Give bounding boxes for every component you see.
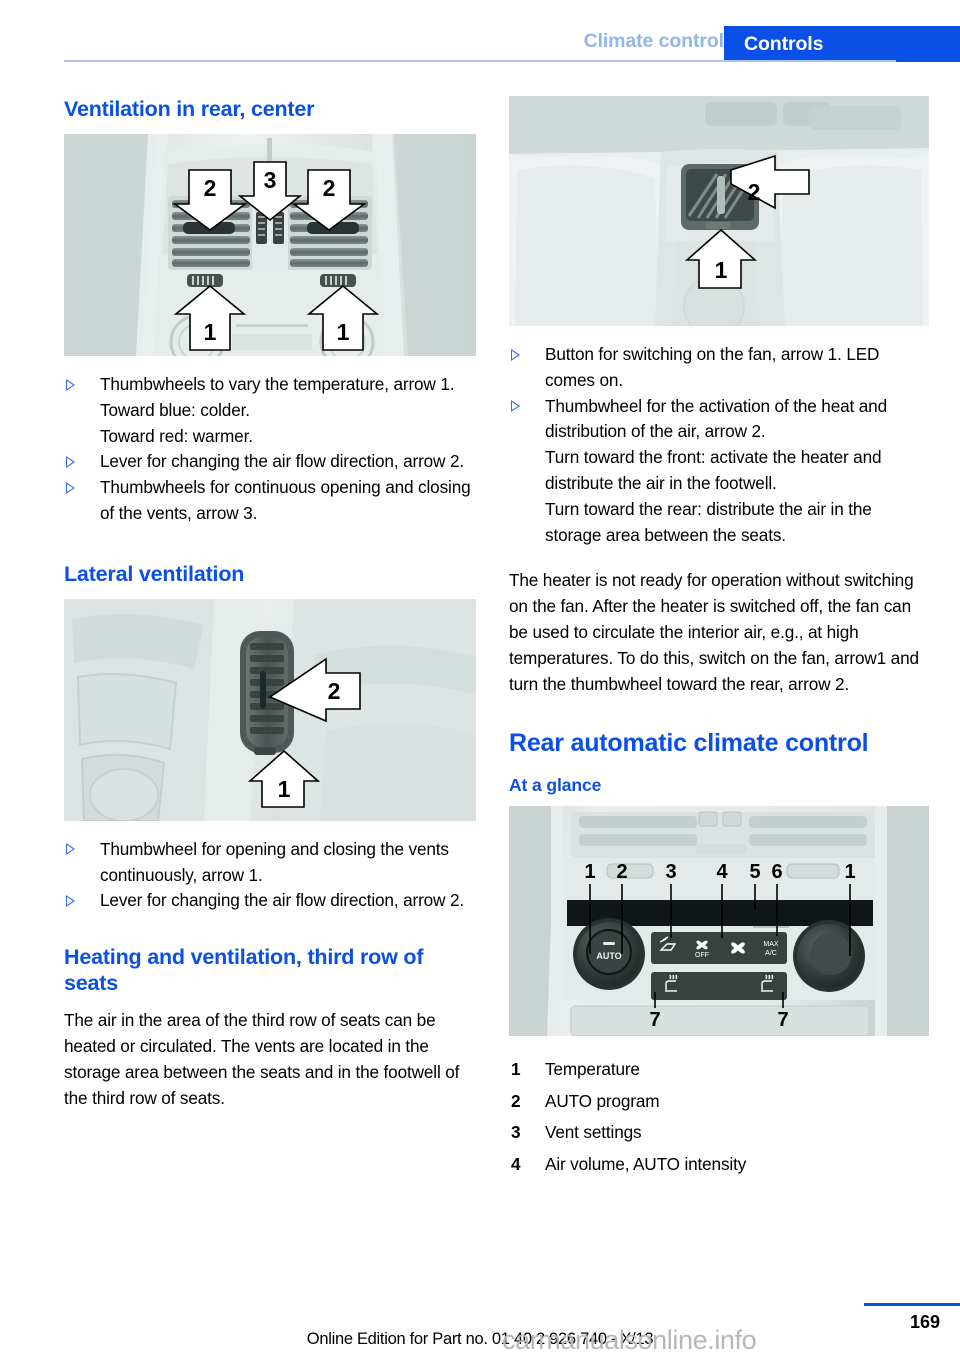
callout-2: 2 [328,678,341,704]
sub-paragraph-item: Toward red: warmer. [64,424,476,450]
footer-edition-text: Online Edition for Part no. 01 40 2 926 … [306,1330,654,1348]
callout-3: 3 [264,167,277,193]
watermark-text: carmanualsonline.info [502,1325,757,1355]
paragraph-heater-operation: The heater is not ready for operation wi… [509,570,919,694]
sub-paragraph-text: Toward red: warmer. [100,425,253,446]
figure-storage-area-vent: 2 1 [509,96,929,326]
sub-paragraph-text: Turn toward the rear: distribute the air… [545,498,872,545]
list-item-text: Thumbwheel for the activation of the hea… [545,395,887,442]
button-ac-label: A/C [765,950,777,957]
list-item-text: Thumbwheels for continuous opening and c… [100,477,471,523]
heading-third-row-seats: Heating and ventilation, third row of se… [64,945,424,996]
header-chapter-label: Climate control [583,30,725,52]
triangle-bullet-icon [511,348,520,361]
callout-1-left: 1 [584,861,595,883]
callout-4: 4 [716,861,728,883]
list-item: Thumbwheel for the activation of the hea… [509,394,929,446]
list-item: Thumbwheel for opening and closing the v… [64,837,476,889]
paragraph-third-row: The air in the area of the third row of … [64,1010,460,1108]
bullet-list-storage-vent: Button for switching on the fan, arrow 1… [509,342,929,548]
bullet-list-lateral: Thumbwheel for opening and closing the v… [64,837,476,914]
list-item: 4 Air volume, AUTO intensity [509,1149,929,1181]
footer-divider [864,1303,960,1306]
list-item-text: Lever for changing the air flow directio… [100,451,464,472]
legend-number: 4 [511,1153,521,1174]
list-item: 3 Vent settings [509,1117,929,1149]
button-max-label: MAX [763,941,779,948]
heading-rear-automatic-climate-control: Rear automatic climate control [509,729,869,758]
callout-7-left: 7 [649,1009,660,1031]
button-off-label: OFF [695,952,709,959]
triangle-bullet-icon [66,378,75,391]
list-item: Thumbwheels to vary the temperature, arr… [64,372,476,398]
sub-paragraph-text: Turn toward the front: activate the heat… [545,447,882,493]
sub-paragraph-item: Toward blue: colder. [64,398,476,424]
legend-label: Temperature [545,1059,640,1080]
callout-1-right: 1 [337,319,350,345]
callout-1-left: 1 [204,319,217,345]
page-header: Climate control Controls [0,0,960,62]
callout-2-right: 2 [323,175,336,201]
legend-number: 1 [511,1059,521,1080]
triangle-bullet-icon [66,894,75,907]
heading-ventilation-rear-center: Ventilation in rear, center [64,97,315,121]
callout-2: 2 [616,861,627,883]
callout-1: 1 [715,257,728,283]
sub-paragraph-item: Turn toward the rear: distribute the air… [509,497,929,549]
list-item-text: Lever for changing the air flow directio… [100,890,464,911]
legend-label: Vent settings [545,1122,642,1143]
legend-number: 3 [511,1122,521,1143]
header-section-tab-label: Controls [744,33,824,55]
list-item: 2 AUTO program [509,1086,929,1118]
figure-climate-control-panel: AUTO OFF [509,806,929,1037]
callout-2-left: 2 [204,175,217,201]
bullet-list-rear-center: Thumbwheels to vary the temperature, arr… [64,372,476,527]
legend-number: 2 [511,1090,521,1111]
callout-5: 5 [749,861,760,883]
list-item: Button for switching on the fan, arrow 1… [509,342,929,394]
knob-auto-label: AUTO [596,951,621,961]
page-number: 169 [909,1312,940,1332]
heading-at-a-glance: At a glance [509,775,602,796]
sub-paragraph-item: Turn toward the front: activate the heat… [509,445,929,497]
legend-label: Air volume, AUTO intensity [545,1153,747,1174]
list-item: 1 Temperature [509,1054,929,1086]
list-item: Thumbwheels for continuous opening and c… [64,475,476,527]
triangle-bullet-icon [66,455,75,468]
figure-rear-center-vents: 2 3 2 1 1 [64,134,476,356]
list-item-text: Thumbwheels to vary the temperature, arr… [100,374,455,394]
legend-list-panel: 1 Temperature 2 AUTO program 3 Vent sett… [509,1054,929,1180]
list-item-text: Button for switching on the fan, arrow 1… [545,344,880,390]
callout-2: 2 [748,179,761,205]
callout-1: 1 [278,776,291,802]
triangle-bullet-icon [66,481,75,494]
callout-7-right: 7 [777,1009,788,1031]
callout-3: 3 [665,861,676,883]
list-item: Lever for changing the air flow directio… [64,449,476,475]
left-column: Ventilation in rear, center [64,96,476,1111]
callout-6: 6 [771,861,782,883]
legend-label: AUTO program [545,1090,660,1111]
header-divider [64,60,896,62]
heading-lateral-ventilation: Lateral ventilation [64,561,245,586]
header-section-tab[interactable]: Controls [724,26,960,62]
triangle-bullet-icon [511,400,520,413]
list-item-text: Thumbwheel for opening and closing the v… [100,838,449,885]
sub-paragraph-text: Toward blue: colder. [100,399,250,420]
right-column: 2 1 Button for switching on the fan, arr… [509,96,929,1180]
list-item: Lever for changing the air flow directio… [64,888,476,914]
figure-lateral-vent: 2 1 [64,598,476,821]
triangle-bullet-icon [66,843,75,856]
callout-1-right: 1 [844,861,855,883]
